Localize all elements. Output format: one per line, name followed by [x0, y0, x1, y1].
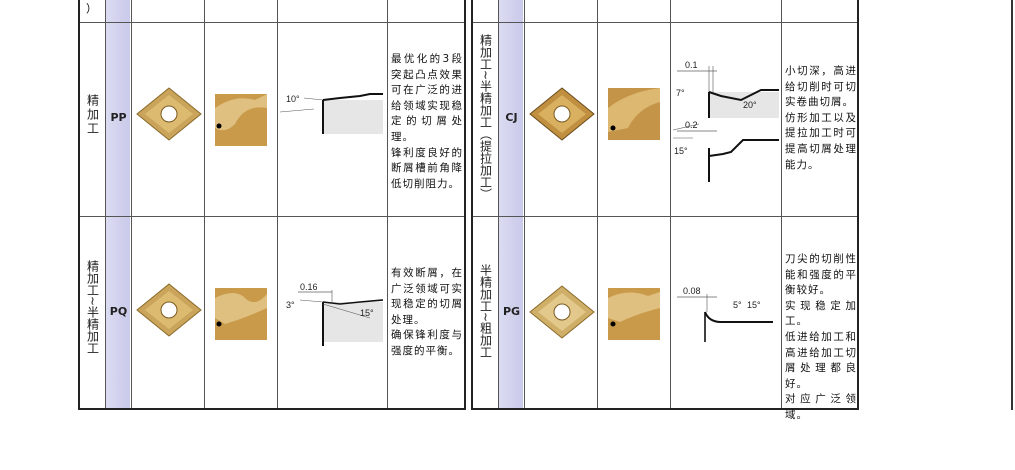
description: 小切深，高进给切削时可切实卷曲切屑。仿形加工以及提拉加工时可提高切屑处理能力。 — [785, 65, 857, 171]
description: 有效断屑，在广泛领域可实现稳定的切屑处理。确保锋利度与强度的平衡。 — [391, 267, 463, 357]
chipbreaker-code: CJ — [505, 111, 518, 124]
insert-image — [529, 285, 595, 339]
application-label: 精加工~半精加工（提拉加工） — [478, 34, 493, 201]
svg-text:10°: 10° — [286, 94, 300, 104]
application-label: 精加工~半精加工 — [85, 260, 100, 355]
edge-profile-diagram: 0.08 5° 15° — [677, 286, 773, 342]
application-label: 半精加工~粗加工 — [478, 264, 493, 359]
description: 最优化的3段突起凸点效果可在广泛的进给领域实现稳定的切屑处理。锋利度良好的断屑槽… — [391, 53, 463, 190]
code-column-bg — [105, 0, 130, 408]
edge-profile-diagram: 0.16 3° 15° — [286, 282, 384, 346]
svg-text:0.16: 0.16 — [300, 282, 318, 292]
insert-image — [136, 283, 202, 337]
insert-image — [529, 87, 595, 141]
page-edge-line — [1011, 0, 1013, 410]
svg-text:15°: 15° — [674, 146, 688, 156]
chipbreaker-code: PP — [110, 111, 127, 124]
edge-profile-diagram: 10° — [280, 93, 383, 134]
right-chipbreaker-table: 精加工~半精加工（提拉加工） CJ 0.1 7° 20° 0.2 15° 小切深，… — [471, 0, 859, 421]
description: 刀尖的切削性能和强度的平衡较好。实现稳定加工。低进给加工和高进给加工切屑处理都良… — [785, 253, 857, 421]
left-chipbreaker-table: ） 精加工 PP 10° 最优化的3段突起凸点效果可在广泛的进给领域实现稳定的切… — [78, 0, 466, 410]
svg-text:20°: 20° — [743, 100, 757, 110]
application-label: 精加工 — [85, 94, 100, 136]
code-column-bg — [498, 0, 523, 408]
insert-image — [136, 87, 202, 141]
chipbreaker-photo — [608, 288, 660, 340]
chipbreaker-code: PG — [502, 305, 521, 318]
svg-text:15°: 15° — [747, 300, 761, 310]
edge-profile-diagram: 0.1 7° 20° 0.2 15° — [673, 60, 779, 182]
chipbreaker-photo — [608, 88, 660, 140]
chipbreaker-photo — [215, 288, 267, 340]
svg-text:15°: 15° — [360, 308, 374, 318]
svg-text:3°: 3° — [286, 300, 295, 310]
chipbreaker-photo — [215, 94, 267, 146]
svg-text:0.2: 0.2 — [685, 120, 698, 130]
label-fragment: ） — [86, 2, 97, 15]
chipbreaker-code: PQ — [109, 305, 128, 318]
svg-text:5°: 5° — [733, 300, 742, 310]
svg-text:0.1: 0.1 — [685, 60, 698, 70]
svg-text:7°: 7° — [676, 88, 685, 98]
svg-text:0.08: 0.08 — [683, 286, 701, 296]
